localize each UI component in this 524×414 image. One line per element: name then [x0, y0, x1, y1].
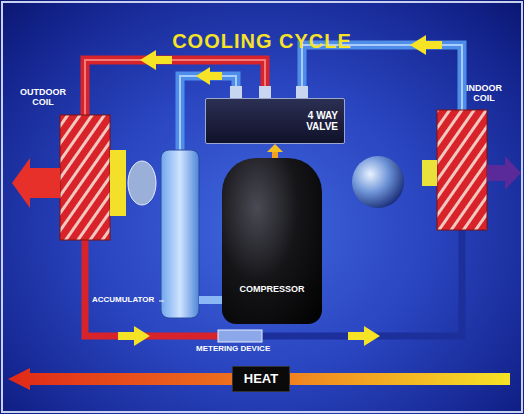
- flow-arrow: [267, 144, 283, 158]
- valve-box: 4 WAY VALVE: [205, 98, 345, 144]
- part-label: INDOOR COIL: [455, 84, 513, 104]
- compressor-body: COMPRESSOR: [222, 158, 322, 324]
- node-text: COMPRESSOR: [239, 284, 304, 294]
- part-label: ACCUMULATOR: [92, 296, 154, 305]
- node-text: HEAT: [244, 372, 278, 387]
- diagram-title: COOLING CYCLE: [0, 30, 524, 53]
- heat-box: HEAT: [232, 366, 290, 392]
- part-label: METERING DEVICE: [196, 345, 270, 354]
- node-text: 4 WAY VALVE: [286, 110, 338, 133]
- part-label: OUTDOOR COIL: [14, 88, 72, 108]
